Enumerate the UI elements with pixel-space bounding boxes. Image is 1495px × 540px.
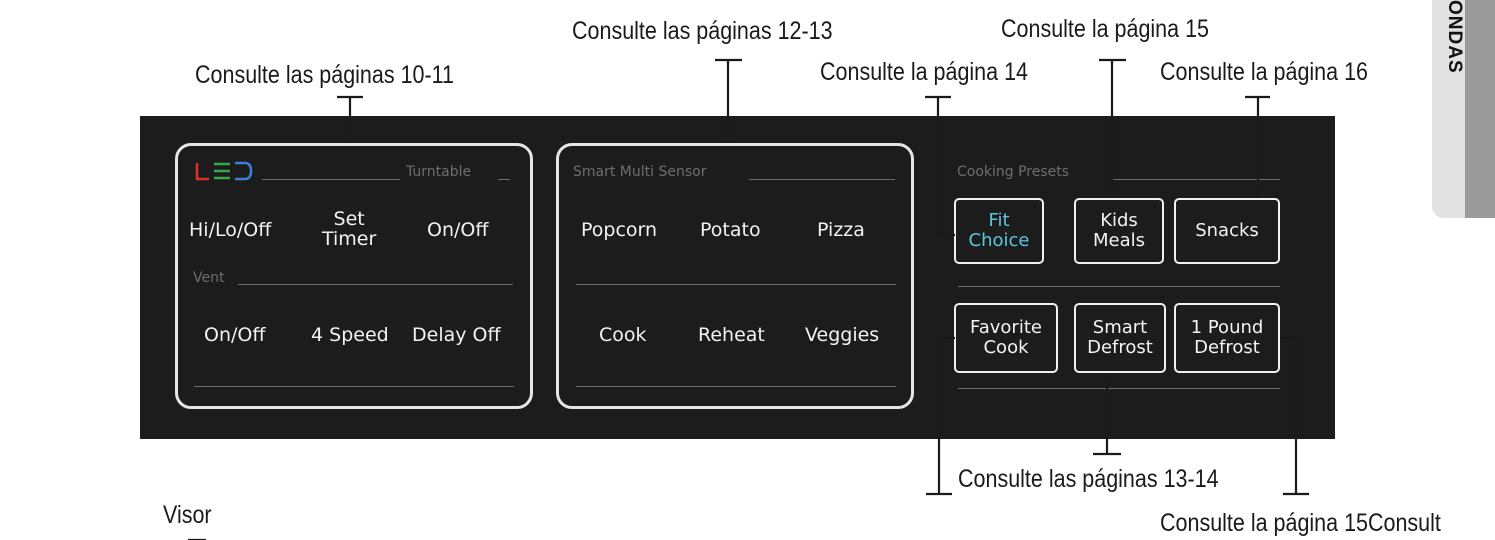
fit-choice-label: Fit Choice xyxy=(968,210,1030,251)
vent-delay-off-button[interactable]: Delay Off xyxy=(412,324,501,346)
reheat-button[interactable]: Reheat xyxy=(698,324,765,346)
vent-on-off-button[interactable]: On/Off xyxy=(204,324,266,346)
leader-pages-12-13 xyxy=(715,58,742,143)
leader-page-14 xyxy=(925,95,955,237)
kids-meals-label: Kids Meals xyxy=(1092,210,1145,251)
smart-multi-sensor-label: Smart Multi Sensor xyxy=(573,164,707,180)
led-vent-group xyxy=(175,143,533,409)
side-tab-text: ONDAS xyxy=(1444,0,1465,74)
kids-meals-button[interactable]: Kids Meals xyxy=(1074,198,1164,264)
leader-pages-13-14-b xyxy=(1093,373,1121,456)
one-pound-defrost-label: 1 Pound Defrost xyxy=(1190,317,1264,358)
led-logo-icon xyxy=(195,161,253,181)
leader-page-15-bottom xyxy=(1280,336,1309,496)
leader-pages-13-14 xyxy=(926,336,955,496)
set-timer-button[interactable]: Set Timer xyxy=(322,208,377,250)
cook-button[interactable]: Cook xyxy=(599,324,647,346)
favorite-cook-label: Favorite Cook xyxy=(970,317,1042,358)
control-panel: Turntable Hi/Lo/Off Set Timer On/Off Ven… xyxy=(140,116,1335,439)
callout-page-14: Consulte la página 14 xyxy=(820,58,1028,86)
callout-pages-12-13: Consulte las páginas 12-13 xyxy=(572,17,833,45)
turntable-on-off-button[interactable]: On/Off xyxy=(427,219,489,241)
smart-multi-sensor-group xyxy=(556,143,914,409)
cooking-presets-label: Cooking Presets xyxy=(957,164,1070,180)
snacks-label: Snacks xyxy=(1195,220,1259,241)
vent-4-speed-button[interactable]: 4 Speed xyxy=(311,324,389,346)
callout-visor: Visor xyxy=(163,501,212,529)
callout-page-16: Consulte la página 16 xyxy=(1160,58,1368,86)
pizza-button[interactable]: Pizza xyxy=(817,219,865,241)
favorite-cook-button[interactable]: Favorite Cook xyxy=(954,303,1058,373)
potato-button[interactable]: Potato xyxy=(700,219,761,241)
smart-defrost-label: Smart Defrost xyxy=(1087,317,1153,358)
callout-pages-13-14: Consulte las páginas 13-14 xyxy=(958,465,1219,493)
snacks-button[interactable]: Snacks xyxy=(1174,198,1280,264)
smart-defrost-button[interactable]: Smart Defrost xyxy=(1074,303,1166,373)
turntable-label: Turntable xyxy=(406,164,472,180)
leader-page-16 xyxy=(1245,95,1270,198)
veggies-button[interactable]: Veggies xyxy=(805,324,880,346)
popcorn-button[interactable]: Popcorn xyxy=(581,219,658,241)
vent-label: Vent xyxy=(193,270,225,286)
callout-page-15-top: Consulte la página 15 xyxy=(1001,15,1209,43)
light-hi-lo-off-button[interactable]: Hi/Lo/Off xyxy=(189,219,272,241)
side-tab xyxy=(1432,0,1495,218)
callout-pages-10-11: Consulte las páginas 10-11 xyxy=(195,61,454,89)
fit-choice-button[interactable]: Fit Choice xyxy=(954,198,1044,264)
one-pound-defrost-button[interactable]: 1 Pound Defrost xyxy=(1174,303,1280,373)
leader-pages-10-11 xyxy=(337,95,363,143)
callout-page-15-bottom: Consulte la página 15Consult xyxy=(1160,509,1441,537)
leader-page-15-top xyxy=(1099,58,1126,198)
